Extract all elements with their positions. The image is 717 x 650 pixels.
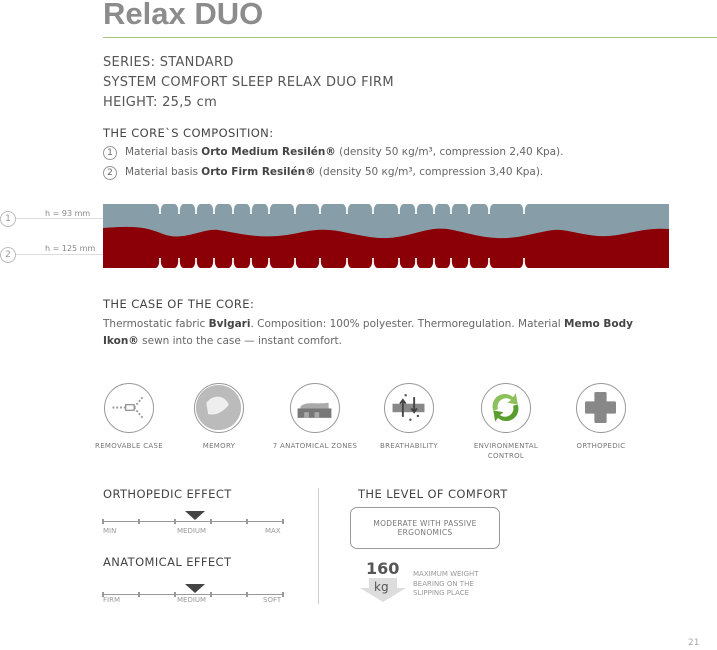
page-title: Relax DUO xyxy=(103,0,264,31)
orthopedic-scale xyxy=(102,511,284,524)
cross-icon xyxy=(576,383,626,433)
foam-notch xyxy=(316,258,324,268)
foam-notch xyxy=(485,204,493,214)
foam-notch xyxy=(430,258,438,268)
mattress-core-diagram xyxy=(103,204,669,268)
recycle-icon xyxy=(481,383,531,433)
foam-notch xyxy=(343,258,351,268)
max-weight-unit: kg xyxy=(374,580,389,594)
comfort-level-badge: MODERATE WITH PASSIVE ERGONOMICS xyxy=(350,507,500,549)
scale-tick xyxy=(138,519,140,524)
case-description: Thermostatic fabric Bvlgari. Composition… xyxy=(103,318,633,347)
scale-tick xyxy=(246,519,248,524)
foam-notch xyxy=(465,258,473,268)
layer-1-height: h = 93 mm xyxy=(45,209,91,218)
foam-notch xyxy=(291,204,299,214)
feature-label: 7 ANATOMICAL ZONES xyxy=(272,442,358,450)
layer-2-marker: 2 xyxy=(0,247,16,263)
core-heading: THE CORE`S COMPOSITION: xyxy=(103,126,274,140)
foam-notch xyxy=(265,258,273,268)
spec-series: SERIES: STANDARD xyxy=(103,55,234,70)
anatomical-scale xyxy=(102,584,284,597)
foam-notch xyxy=(412,204,420,214)
anatomical-heading: ANATOMICAL EFFECT xyxy=(103,555,232,569)
column-divider xyxy=(318,488,319,604)
scale-tick xyxy=(174,519,176,524)
max-weight-label: MAXIMUM WEIGHT BEARING ON THE SLIPPING P… xyxy=(413,570,479,597)
foam-notch xyxy=(175,258,183,268)
foam-notch xyxy=(369,258,377,268)
foam-notch xyxy=(175,204,183,214)
memory-hand-icon xyxy=(194,383,244,433)
feature-label: ORTHOPEDIC xyxy=(576,442,626,450)
foam-notch xyxy=(395,258,403,268)
foam-notch xyxy=(520,204,528,214)
title-divider xyxy=(103,37,717,38)
scale-tick xyxy=(246,592,248,597)
foam-notch xyxy=(520,258,528,268)
anatomical-zones-icon xyxy=(290,383,340,433)
foam-notch xyxy=(395,204,403,214)
foam-notch xyxy=(291,258,299,268)
zipper-icon xyxy=(104,383,154,433)
scale-tick xyxy=(282,519,284,524)
max-weight-value: 160 xyxy=(366,559,400,578)
scale-tick xyxy=(210,592,212,597)
foam-notch xyxy=(156,258,164,268)
foam-notch xyxy=(192,258,200,268)
scale-tick xyxy=(174,592,176,597)
foam-notch xyxy=(192,204,200,214)
foam-notch xyxy=(316,204,324,214)
foam-notch xyxy=(447,204,455,214)
foam-notch xyxy=(210,258,218,268)
page-number: 21 xyxy=(688,638,700,648)
foam-notch xyxy=(156,204,164,214)
feature-label: REMOVABLE CASE xyxy=(95,442,163,450)
case-heading: THE CASE OF THE CORE: xyxy=(103,297,255,311)
foam-notch xyxy=(265,204,273,214)
scale-marker xyxy=(185,584,205,593)
scale-tick xyxy=(138,592,140,597)
spec-height: HEIGHT: 25,5 cm xyxy=(103,95,218,110)
scale-tick xyxy=(210,519,212,524)
foam-notch xyxy=(465,204,473,214)
scale-tick xyxy=(282,592,284,597)
orthopedic-heading: ORTHOPEDIC EFFECT xyxy=(103,487,232,501)
weight-arrow-icon xyxy=(360,578,406,602)
foam-notch xyxy=(343,204,351,214)
foam-notch xyxy=(247,204,255,214)
feature-label: ENVIRONMENTAL CONTROL xyxy=(473,442,539,460)
layer-2-height: h = 125 mm xyxy=(45,244,96,253)
foam-notch xyxy=(210,204,218,214)
foam-notch xyxy=(229,258,237,268)
layer-2-foam xyxy=(103,226,669,268)
feature-label: BREATHABILITY xyxy=(380,442,438,450)
foam-notch xyxy=(229,204,237,214)
layer-1-marker: 1 xyxy=(0,211,16,227)
foam-notch xyxy=(369,204,377,214)
feature-label: MEMORY xyxy=(202,442,236,450)
spec-system: SYSTEM COMFORT SLEEP RELAX DUO FIRM xyxy=(103,75,394,90)
comfort-heading: THE LEVEL OF COMFORT xyxy=(358,487,508,501)
scale-tick xyxy=(102,592,104,597)
foam-notch xyxy=(247,258,255,268)
scale-tick xyxy=(102,519,104,524)
foam-notch xyxy=(485,258,493,268)
foam-notch xyxy=(412,258,420,268)
scale-marker xyxy=(185,511,205,520)
foam-notch xyxy=(430,204,438,214)
foam-notch xyxy=(447,258,455,268)
breathability-icon xyxy=(384,383,434,433)
